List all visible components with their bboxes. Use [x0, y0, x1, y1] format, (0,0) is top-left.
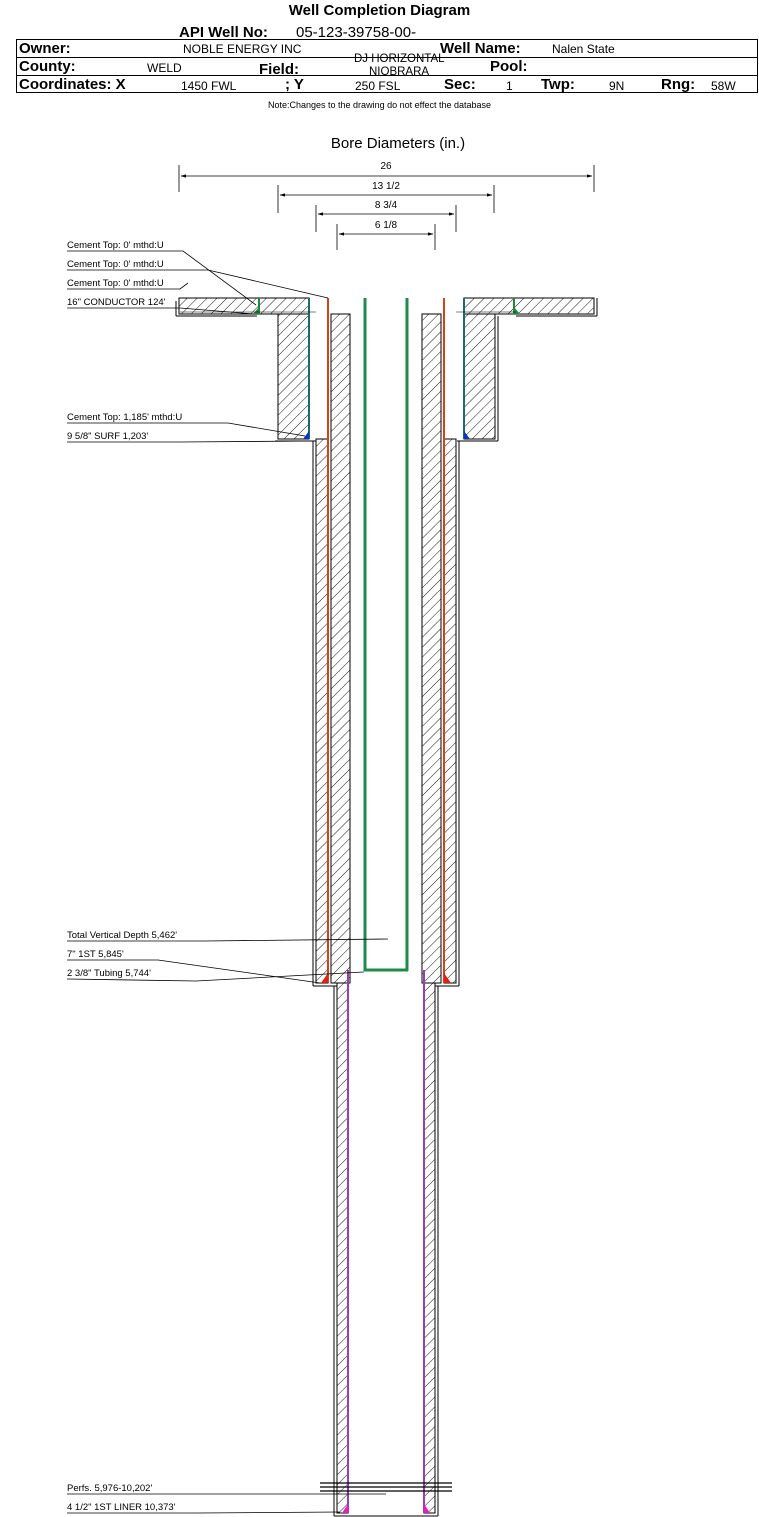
- county-value: WELD: [147, 61, 182, 75]
- liner-section: [333, 970, 439, 1517]
- dimension-26: 26: [178, 161, 595, 192]
- sec-label: Sec:: [444, 76, 476, 93]
- callout-label: 2 3/8" Tubing 5,744': [67, 968, 151, 979]
- callout-label: Cement Top: 1,185' mthd:U: [67, 412, 182, 423]
- callout-cement-top-1: Cement Top: 0' mthd:U: [67, 240, 257, 306]
- y-value: 250 FSL: [355, 79, 401, 93]
- row-divider: [16, 57, 758, 58]
- callout-tvd: Total Vertical Depth 5,462': [67, 930, 389, 942]
- callout-tubing: 2 3/8" Tubing 5,744': [66, 968, 365, 982]
- callout-label: Cement Top: 0' mthd:U: [67, 259, 164, 270]
- callout-label: Perfs. 5,976-10,202': [67, 1483, 152, 1494]
- conductor-section: [175, 297, 598, 317]
- callout-liner: 4 1/2" 1ST LINER 10,373': [67, 1502, 341, 1514]
- field-label: Field:: [259, 61, 299, 78]
- page-title: Well Completion Diagram: [288, 2, 471, 19]
- callout-first-string: 7" 1ST 5,845': [67, 949, 321, 984]
- callout-cement-top-3: Cement Top: 0' mthd:U: [67, 278, 189, 290]
- diameter-label: 13 1/2: [372, 181, 400, 192]
- well-name-value: Nalen State: [552, 42, 615, 56]
- pool-label: Pool:: [490, 58, 528, 75]
- diameter-label: 26: [380, 161, 392, 172]
- api-label: API Well No:: [179, 24, 268, 41]
- callout-label: Total Vertical Depth 5,462': [67, 930, 177, 941]
- surface-section: [275, 298, 499, 442]
- rng-label: Rng:: [661, 76, 696, 93]
- owner-label: Owner:: [19, 40, 71, 57]
- field-value-line1: DJ HORIZONTAL: [354, 53, 445, 65]
- api-value: 05-123-39758-00-: [296, 24, 417, 41]
- intermediate-section: [312, 298, 460, 987]
- dimension-8-3-4: 8 3/4: [315, 200, 457, 232]
- x-value: 1450 FWL: [181, 79, 237, 93]
- diameter-label: 6 1/8: [375, 220, 398, 231]
- callout-perfs: Perfs. 5,976-10,202': [67, 1483, 386, 1495]
- owner-value: NOBLE ENERGY INC: [183, 42, 302, 56]
- callout-label: 7" 1ST 5,845': [67, 949, 124, 960]
- callout-cement-top-surf: Cement Top: 1,185' mthd:U: [67, 412, 306, 437]
- twp-value: 9N: [609, 79, 625, 93]
- rng-value: 58W: [711, 79, 736, 93]
- y-label: ; Y: [285, 76, 304, 93]
- callout-label: Cement Top: 0' mthd:U: [67, 278, 164, 289]
- header-grid: [16, 39, 758, 93]
- well-name-label: Well Name:: [440, 40, 521, 57]
- twp-label: Twp:: [541, 76, 575, 93]
- callout-label: 4 1/2" 1ST LINER 10,373': [67, 1502, 176, 1513]
- callout-label: 9 5/8" SURF 1,203': [67, 431, 148, 442]
- diameters-title: Bore Diameters (in.): [331, 135, 465, 152]
- diameter-label: 8 3/4: [375, 200, 398, 211]
- row-divider: [16, 75, 758, 76]
- tubing: [363, 298, 409, 972]
- dimension-6-1-8: 6 1/8: [336, 220, 436, 250]
- callout-cement-top-2: Cement Top: 0' mthd:U: [67, 259, 329, 299]
- callout-surf-casing: 9 5/8" SURF 1,203': [67, 431, 317, 443]
- note-text: Note:Changes to the drawing do not effec…: [268, 100, 491, 110]
- perforations: [320, 1482, 452, 1492]
- dimension-13-1-2: 13 1/2: [277, 181, 495, 213]
- field-value-line2: NIOBRARA: [369, 66, 430, 78]
- callout-label: Cement Top: 0' mthd:U: [67, 240, 164, 251]
- coordinates-label: Coordinates: X: [19, 76, 126, 93]
- sec-value: 1: [506, 79, 513, 93]
- county-label: County:: [19, 58, 76, 75]
- callout-conductor: 16" CONDUCTOR 124': [67, 297, 516, 315]
- callout-label: 16" CONDUCTOR 124': [67, 297, 166, 308]
